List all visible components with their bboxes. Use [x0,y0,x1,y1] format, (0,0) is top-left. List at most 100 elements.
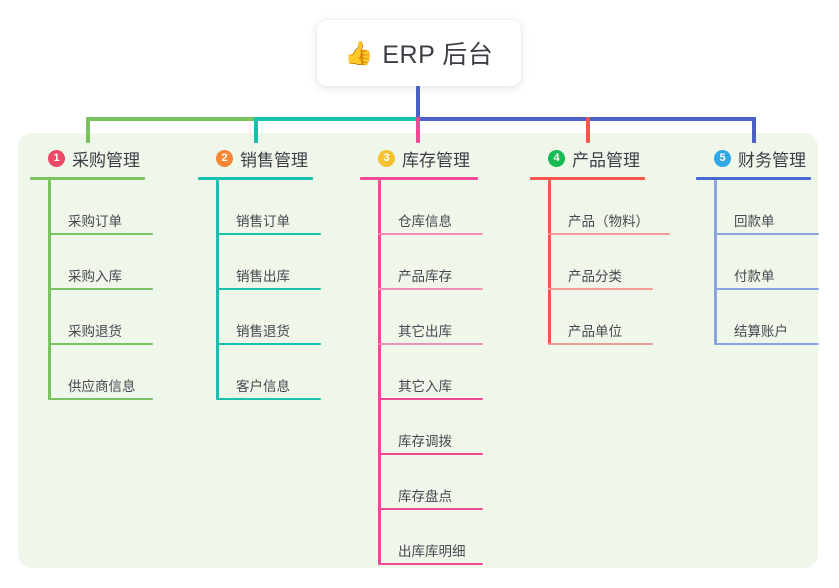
branches-panel [18,133,818,568]
item-rule [48,288,153,290]
branch-item[interactable]: 产品单位 [530,290,680,345]
connector-drop-5 [752,117,756,143]
item-label: 其它出库 [398,324,452,339]
branch-title-5: 财务管理 [738,150,806,170]
branch-spine-4 [548,180,551,345]
branch-header-5[interactable]: 5 财务管理 [696,143,839,173]
item-rule [48,233,153,235]
item-label: 采购入库 [68,269,122,284]
item-rule [714,288,819,290]
item-rule [378,508,483,510]
branch-badge-4: 4 [548,149,565,167]
branch-item[interactable]: 采购订单 [30,180,175,235]
branch-item[interactable]: 库存盘点 [360,455,510,510]
branch-item[interactable]: 产品（物料） [530,180,680,235]
item-label: 产品单位 [568,324,622,339]
item-label: 采购订单 [68,214,122,229]
item-label: 仓库信息 [398,214,452,229]
item-rule [216,343,321,345]
item-rule [216,288,321,290]
item-rule [714,343,819,345]
item-label: 结算账户 [734,324,788,339]
item-label: 客户信息 [236,379,290,394]
branch-item[interactable]: 库存调拨 [360,400,510,455]
branch-item[interactable]: 客户信息 [198,345,343,400]
branch-column-3: 3 库存管理 仓库信息 产品库存 其它出库 其它入库 库存调拨 [360,143,510,565]
branch-item[interactable]: 出库库明细 [360,510,510,565]
root-stem [416,86,420,119]
item-label: 销售出库 [236,269,290,284]
branch-header-1[interactable]: 1 采购管理 [30,143,175,173]
item-rule [378,343,483,345]
branch-item[interactable]: 销售退货 [198,290,343,345]
item-label: 回款单 [734,214,775,229]
branch-badge-5: 5 [714,149,731,167]
branch-item[interactable]: 产品分类 [530,235,680,290]
branch-title-2: 销售管理 [240,150,308,170]
branch-header-2[interactable]: 2 销售管理 [198,143,343,173]
branch-spine-1 [48,180,51,400]
item-label: 库存调拨 [398,434,452,449]
branch-item[interactable]: 回款单 [696,180,839,235]
branch-item[interactable]: 其它出库 [360,290,510,345]
branch-item[interactable]: 采购退货 [30,290,175,345]
item-label: 产品分类 [568,269,622,284]
branch-item[interactable]: 产品库存 [360,235,510,290]
item-rule [714,233,819,235]
branch-item[interactable]: 销售出库 [198,235,343,290]
branch-item[interactable]: 结算账户 [696,290,839,345]
branch-rule-1 [30,177,145,180]
connector-drop-2 [254,117,258,143]
item-label: 出库库明细 [398,544,466,559]
branch-item[interactable]: 付款单 [696,235,839,290]
item-label: 销售订单 [236,214,290,229]
root-node-title: ERP 后台 [382,41,494,69]
branch-rule-2 [198,177,313,180]
item-rule [378,453,483,455]
item-rule [378,563,483,565]
item-label: 付款单 [734,269,775,284]
connector-drop-4 [586,117,590,143]
branch-badge-2: 2 [216,149,233,167]
connector-drop-3 [416,117,420,143]
item-label: 产品库存 [398,269,452,284]
connector-segment-2 [254,117,418,121]
item-rule [378,398,483,400]
branch-spine-5 [714,180,717,345]
branch-item[interactable]: 采购入库 [30,235,175,290]
branch-item[interactable]: 销售订单 [198,180,343,235]
item-label: 库存盘点 [398,489,452,504]
branch-items-2: 销售订单 销售出库 销售退货 客户信息 [198,180,343,400]
item-rule [48,398,153,400]
branch-items-5: 回款单 付款单 结算账户 [696,180,839,345]
root-node[interactable]: 👍 ERP 后台 [317,20,521,86]
branch-title-1: 采购管理 [72,150,140,170]
item-label: 产品（物料） [568,214,649,229]
branch-items-4: 产品（物料） 产品分类 产品单位 [530,180,680,345]
branch-item[interactable]: 其它入库 [360,345,510,400]
branch-header-4[interactable]: 4 产品管理 [530,143,680,173]
item-label: 其它入库 [398,379,452,394]
item-rule [548,233,670,235]
item-rule [378,288,483,290]
branch-rule-4 [530,177,645,180]
item-label: 供应商信息 [68,379,136,394]
branch-spine-3 [378,180,381,565]
item-label: 销售退货 [236,324,290,339]
branch-column-4: 4 产品管理 产品（物料） 产品分类 产品单位 [530,143,680,345]
item-rule [378,233,483,235]
branch-item[interactable]: 供应商信息 [30,345,175,400]
branch-column-5: 5 财务管理 回款单 付款单 结算账户 [696,143,839,345]
branch-spine-2 [216,180,219,400]
branch-badge-1: 1 [48,149,65,167]
branch-column-1: 1 采购管理 采购订单 采购入库 采购退货 供应商信息 [30,143,175,400]
branch-header-3[interactable]: 3 库存管理 [360,143,510,173]
branch-item[interactable]: 仓库信息 [360,180,510,235]
branch-badge-3: 3 [378,149,395,167]
thumbs-up-icon: 👍 [344,39,374,66]
item-rule [216,398,321,400]
connector-segment-1 [86,117,256,121]
item-rule [216,233,321,235]
item-rule [48,343,153,345]
connector-drop-1 [86,117,90,143]
